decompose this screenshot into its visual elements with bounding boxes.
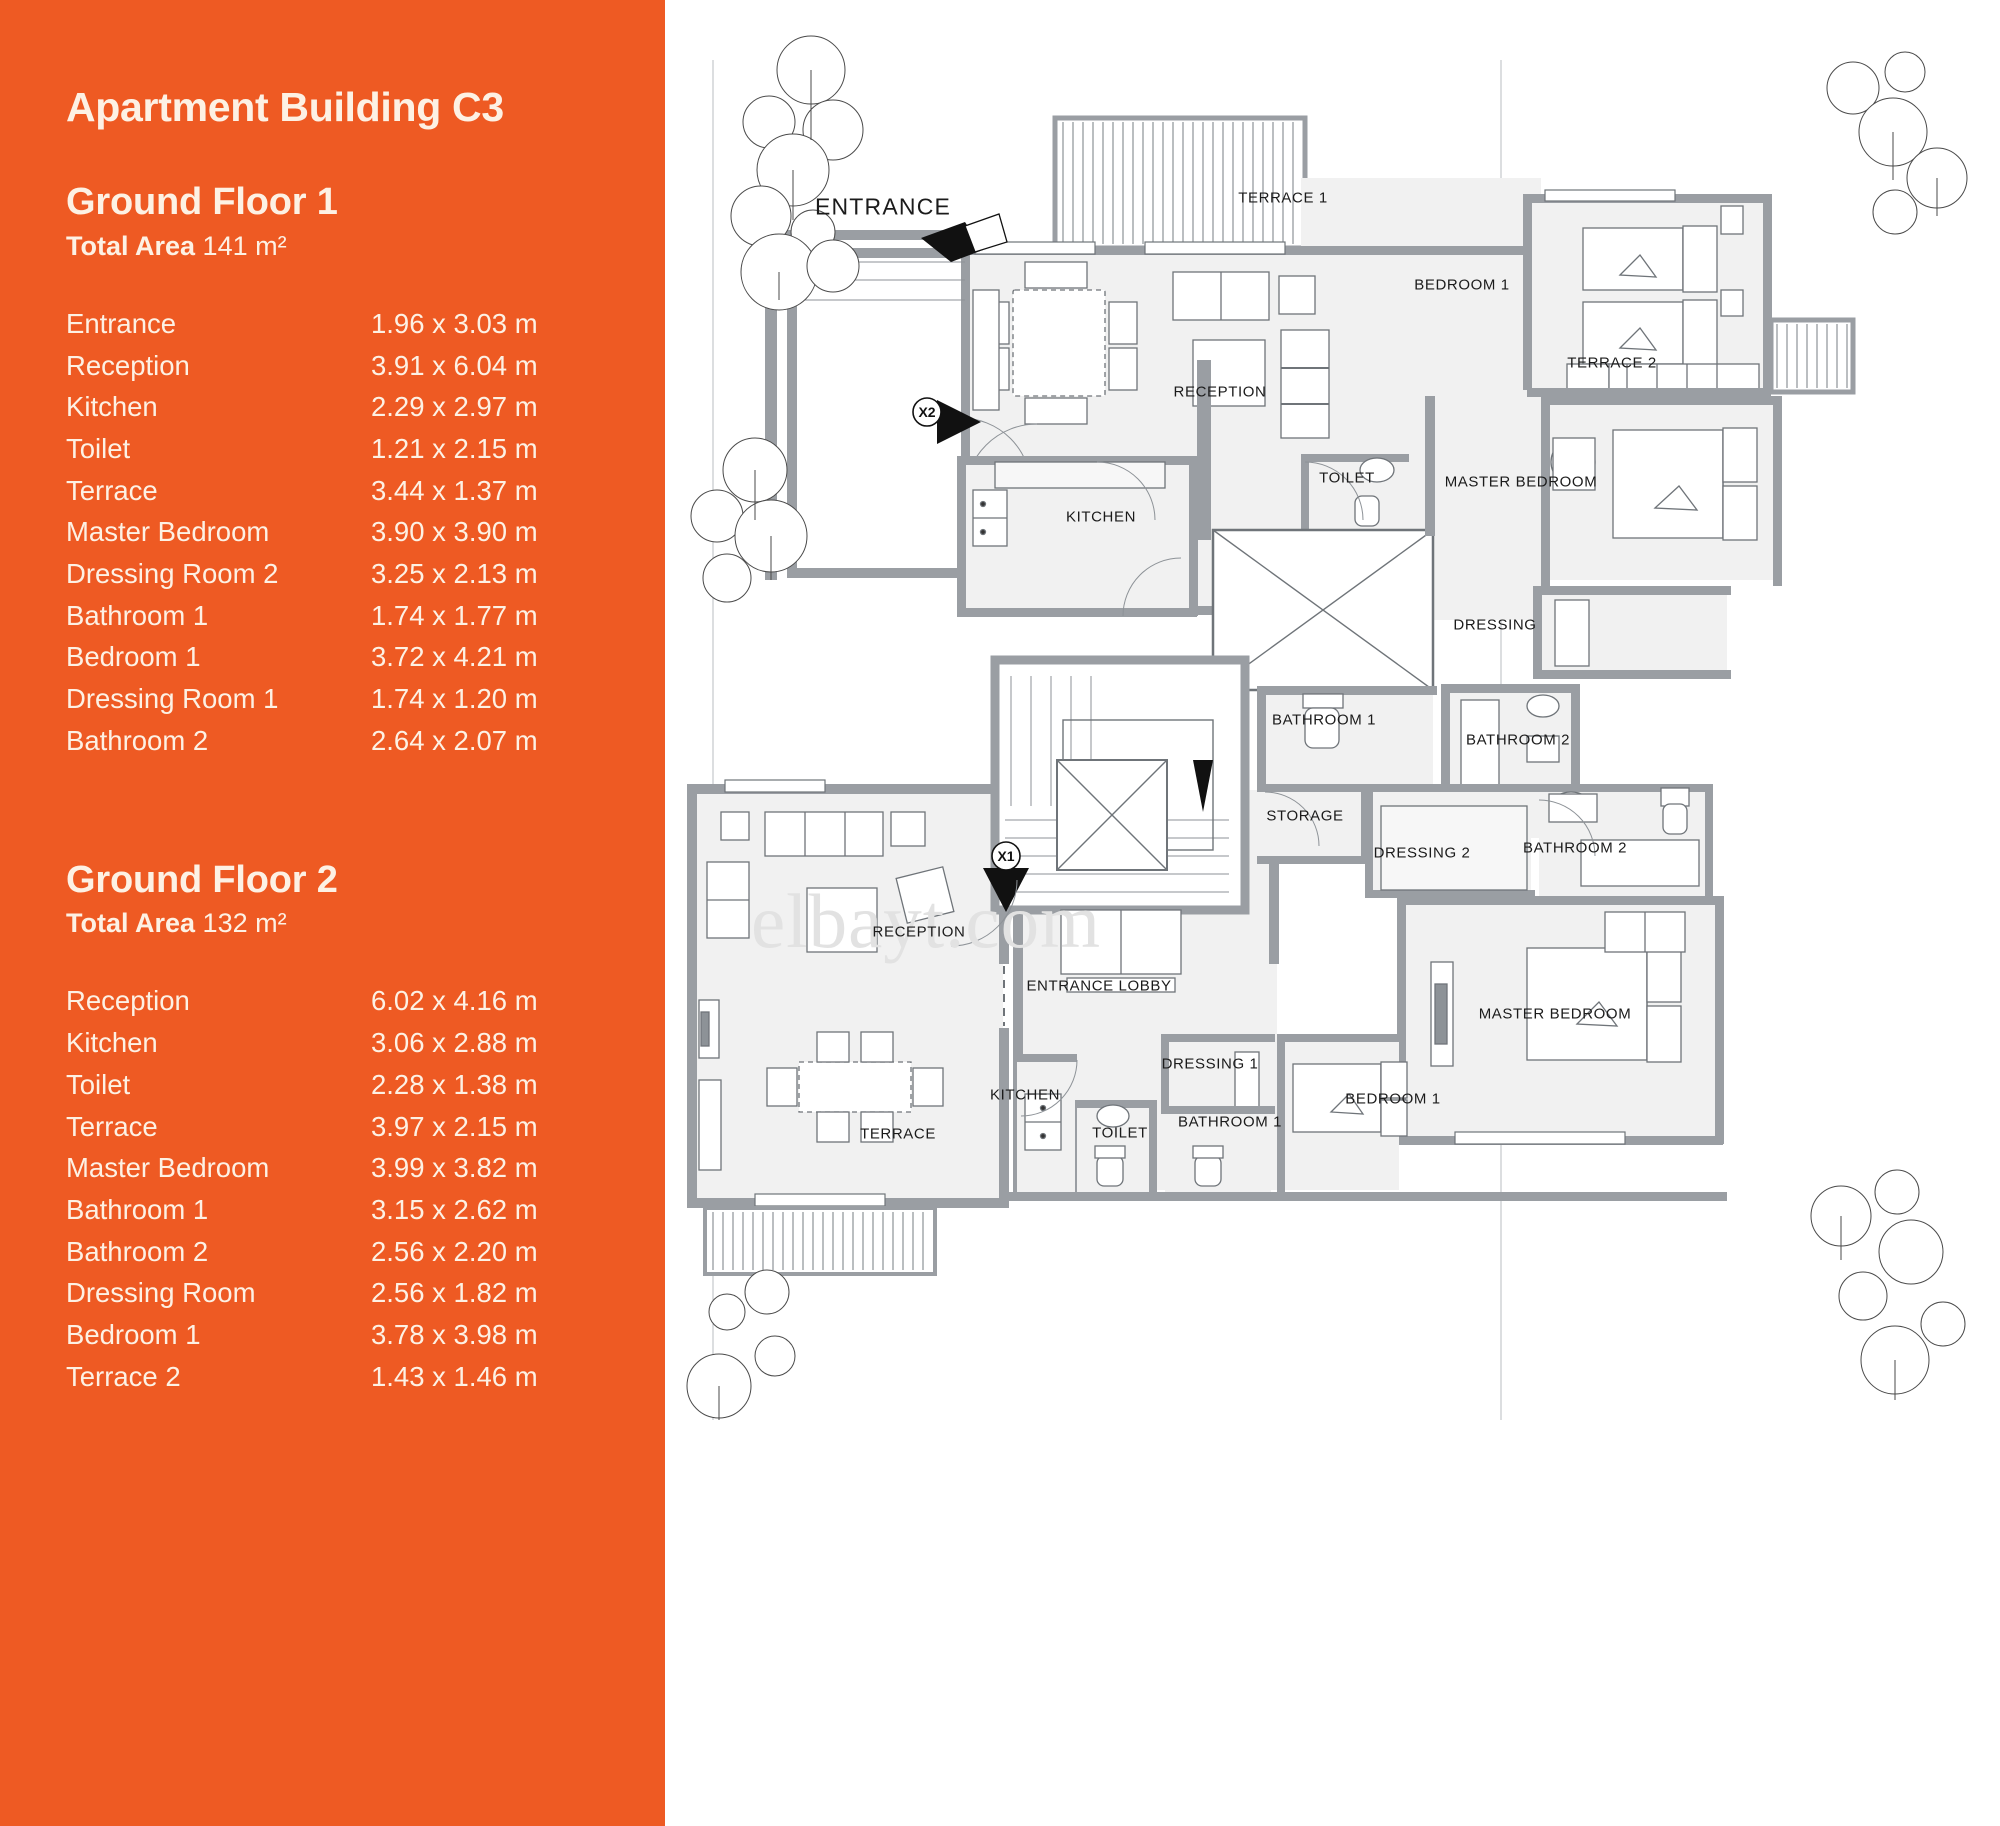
- table-row: Terrace 3.97 x 2.15 m: [66, 1109, 596, 1151]
- room-name: Reception: [66, 349, 190, 381]
- table-row: Bedroom 1 3.78 x 3.98 m: [66, 1317, 596, 1359]
- room-name: Toilet: [66, 1068, 131, 1100]
- room-dimension: 2.29 x 2.97 m: [371, 391, 538, 423]
- floor-1-total-area: Total Area 141 m²: [66, 230, 665, 262]
- room-name: Kitchen: [66, 1027, 158, 1059]
- room-dimension: 1.74 x 1.77 m: [371, 599, 538, 631]
- room-name: Terrace: [66, 1110, 158, 1142]
- table-row: Dressing Room 1 1.74 x 1.20 m: [66, 681, 596, 723]
- room-dimension: 6.02 x 4.16 m: [371, 985, 538, 1017]
- room-dimension: 3.91 x 6.04 m: [371, 349, 538, 381]
- table-row: Toilet 1.21 x 2.15 m: [66, 431, 596, 473]
- room-dimension: 2.64 x 2.07 m: [371, 724, 538, 756]
- floor-2-heading: Ground Floor 2: [66, 858, 338, 901]
- table-row: Reception 3.91 x 6.04 m: [66, 348, 596, 390]
- section-spacer: [66, 765, 665, 859]
- table-row: Dressing Room 2.56 x 1.82 m: [66, 1275, 596, 1317]
- table-row: Bathroom 2 2.64 x 2.07 m: [66, 723, 596, 765]
- table-row: Terrace 3.44 x 1.37 m: [66, 473, 596, 515]
- table-row: Terrace 2 1.43 x 1.46 m: [66, 1359, 596, 1401]
- table-row: Bathroom 2 2.56 x 2.20 m: [66, 1234, 596, 1276]
- marker-x1-arrow-icon: [983, 841, 1029, 912]
- room-name: Bathroom 2: [66, 1235, 209, 1267]
- tree-icon-group: [686, 35, 1968, 1420]
- table-row: Reception 6.02 x 4.16 m: [66, 983, 596, 1025]
- table-row: Kitchen 3.06 x 2.88 m: [66, 1025, 596, 1067]
- room-dimension: 1.74 x 1.20 m: [371, 683, 538, 715]
- floor-1-heading: Ground Floor 1: [66, 181, 338, 224]
- room-dimension: 3.99 x 3.82 m: [371, 1152, 538, 1184]
- room-dimension: 3.15 x 2.62 m: [371, 1193, 538, 1225]
- floor-2-room-table: Reception 6.02 x 4.16 m Kitchen 3.06 x 2…: [66, 983, 596, 1400]
- table-row: Bedroom 1 3.72 x 4.21 m: [66, 639, 596, 681]
- table-row: Kitchen 2.29 x 2.97 m: [66, 389, 596, 431]
- room-name: Reception: [66, 985, 190, 1017]
- room-dimension: 3.25 x 2.13 m: [371, 558, 538, 590]
- table-row: Master Bedroom 3.90 x 3.90 m: [66, 514, 596, 556]
- room-name: Master Bedroom: [66, 1152, 270, 1184]
- room-name: Dressing Room 1: [66, 683, 279, 715]
- room-name: Bathroom 1: [66, 1193, 209, 1225]
- table-row: Dressing Room 2 3.25 x 2.13 m: [66, 556, 596, 598]
- room-dimension: 2.56 x 2.20 m: [371, 1235, 538, 1267]
- room-name: Dressing Room: [66, 1277, 256, 1309]
- room-dimension: 1.21 x 2.15 m: [371, 433, 538, 465]
- floor-2-area-value: 132 m²: [202, 908, 287, 939]
- table-row: Bathroom 1 1.74 x 1.77 m: [66, 598, 596, 640]
- room-dimension: 2.28 x 1.38 m: [371, 1068, 538, 1100]
- room-name: Entrance: [66, 307, 177, 339]
- room-name: Master Bedroom: [66, 516, 270, 548]
- room-dimension: 3.90 x 3.90 m: [371, 516, 538, 548]
- info-panel: Apartment Building C3 Ground Floor 1 Tot…: [0, 0, 665, 1826]
- floor-1-area-value: 141 m²: [202, 230, 287, 261]
- marker-x2-arrow-icon: [912, 397, 981, 444]
- table-row: Master Bedroom 3.99 x 3.82 m: [66, 1150, 596, 1192]
- room-name: Bedroom 1: [66, 1318, 201, 1350]
- room-name: Terrace 2: [66, 1360, 181, 1392]
- room-dimension: 1.96 x 3.03 m: [371, 307, 538, 339]
- room-name: Kitchen: [66, 391, 158, 423]
- room-name: Bedroom 1: [66, 641, 201, 673]
- room-dimension: 2.56 x 1.82 m: [371, 1277, 538, 1309]
- page-title: Apartment Building C3: [66, 84, 504, 130]
- room-dimension: 3.06 x 2.88 m: [371, 1027, 538, 1059]
- room-dimension: 3.97 x 2.15 m: [371, 1110, 538, 1142]
- room-name: Terrace: [66, 474, 158, 506]
- room-name: Toilet: [66, 433, 131, 465]
- floor-block-1: Ground Floor 1 Total Area 141 m² Entranc…: [66, 181, 665, 765]
- room-dimension: 3.72 x 4.21 m: [371, 641, 538, 673]
- room-name: Bathroom 2: [66, 724, 209, 756]
- room-dimension: 3.44 x 1.37 m: [371, 474, 538, 506]
- room-name: Dressing Room 2: [66, 558, 279, 590]
- marker-x2-label: X2: [918, 404, 936, 420]
- room-dimension: 3.78 x 3.98 m: [371, 1318, 538, 1350]
- table-row: Entrance 1.96 x 3.03 m: [66, 306, 596, 348]
- floor-block-2: Ground Floor 2 Total Area 132 m² Recepti…: [66, 859, 665, 1401]
- floor-plan-drawing: .w { fill:#9a9ea3; } /* wall */ .rm { fi…: [686, 35, 1968, 1420]
- floor-2-area-label: Total Area: [66, 908, 196, 939]
- table-row: Toilet 2.28 x 1.38 m: [66, 1067, 596, 1109]
- floor-1-area-label: Total Area: [66, 230, 196, 261]
- room-name: Bathroom 1: [66, 599, 209, 631]
- table-row: Bathroom 1 3.15 x 2.62 m: [66, 1192, 596, 1234]
- floor-plan-area: .w { fill:#9a9ea3; } /* wall */ .rm { fi…: [665, 0, 2000, 1826]
- marker-x1-label: X1: [997, 848, 1015, 864]
- floor-1-room-table: Entrance 1.96 x 3.03 m Reception 3.91 x …: [66, 306, 596, 765]
- room-dimension: 1.43 x 1.46 m: [371, 1360, 538, 1392]
- floor-2-total-area: Total Area 132 m²: [66, 907, 665, 939]
- entrance-arrow-icon: [921, 213, 1008, 262]
